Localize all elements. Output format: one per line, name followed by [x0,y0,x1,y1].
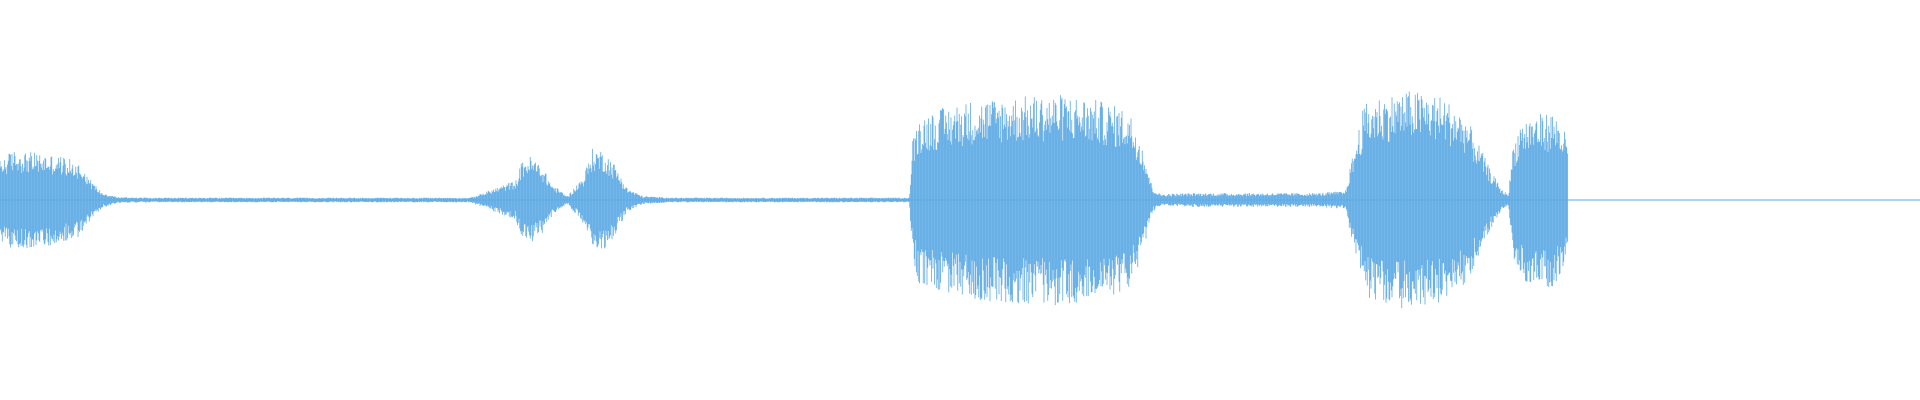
waveform-samples [0,91,1568,309]
